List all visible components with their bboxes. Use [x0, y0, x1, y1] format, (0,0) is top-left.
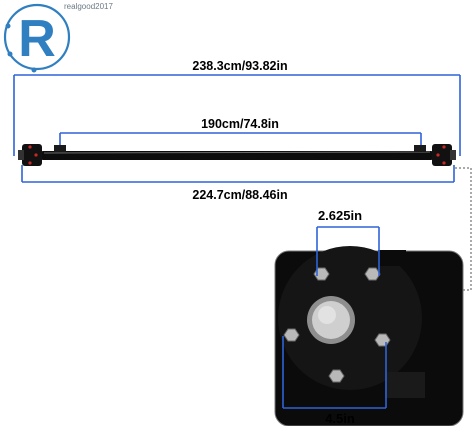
hub-detail-panel: [274, 226, 464, 426]
lug-bolt: [328, 369, 345, 383]
axle-stub: [385, 372, 425, 398]
logo-dot: [31, 67, 37, 73]
logo-caption: realgood2017: [64, 2, 113, 11]
left-hub-bolt: [34, 153, 38, 157]
lug-bolt: [283, 328, 300, 342]
center-cap-highlight: [318, 306, 336, 324]
left-hub: [22, 144, 42, 166]
right-hub-bolt: [436, 153, 440, 157]
right-hub-bolt: [442, 145, 446, 149]
lug-bolt: [364, 267, 381, 281]
axle-highlight: [43, 151, 431, 154]
bolt-circle-dimension: [282, 336, 387, 409]
left-hub-bolt: [28, 161, 32, 165]
right-hub-bolt: [442, 161, 446, 165]
zoom-leader-line: [455, 167, 472, 291]
spring-center-dimension: [59, 132, 422, 150]
brand-logo: R: [3, 3, 71, 73]
overall-length-dimension: [13, 74, 461, 156]
logo-ring: [3, 3, 71, 71]
logo-dot: [5, 23, 11, 29]
spring-center-label: 190cm/74.8in: [201, 117, 279, 131]
spring-seat-right: [414, 145, 426, 152]
left-hub-bolt: [28, 145, 32, 149]
logo-dot: [7, 51, 13, 57]
bolt-spacing-dimension: [316, 226, 380, 276]
left-hub-cap: [18, 150, 24, 160]
spring-seat-left: [54, 145, 66, 152]
hub-panel-shade: [378, 250, 406, 266]
hub-face-label: 224.7cm/88.46in: [192, 188, 288, 202]
bolt-circle-label: 4.5in: [325, 411, 355, 426]
logo-letter: R: [18, 10, 56, 68]
axle: [18, 144, 456, 166]
right-hub-cap: [450, 150, 456, 160]
hub-face-dimension: [21, 165, 455, 183]
lug-bolt: [374, 333, 391, 347]
overall-length-label: 238.3cm/93.82in: [192, 59, 288, 73]
bolt-spacing-label: 2.625in: [317, 208, 363, 223]
right-hub: [432, 144, 452, 166]
